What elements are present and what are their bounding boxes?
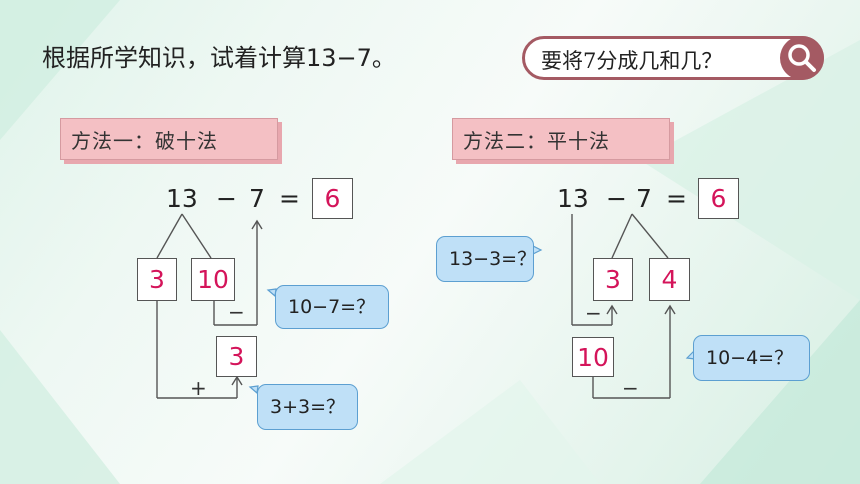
- m1-minuend: 13: [166, 184, 198, 213]
- m1-minus-sign: −: [228, 300, 245, 324]
- method2-label: 方法二：平十法: [452, 118, 670, 160]
- method1-label: 方法一：破十法: [60, 118, 278, 160]
- m2-result-box: 6: [698, 178, 739, 219]
- m1-split-right: 10: [191, 258, 235, 301]
- m2-split-left: 3: [593, 258, 633, 301]
- m2-split-right: 4: [649, 258, 690, 301]
- m1-result-box: 6: [312, 178, 353, 219]
- search-icon: [788, 44, 816, 72]
- m2-subtrahend: 7: [636, 184, 652, 213]
- m1-equals: =: [279, 184, 300, 213]
- m2-minus-sign-2: −: [622, 376, 639, 400]
- m1-mid-result: 3: [216, 336, 257, 377]
- method2-label-text: 方法二：平十法: [463, 129, 610, 153]
- m2-bubble-2: 10−4=？: [693, 335, 810, 381]
- m1-minus-op: −: [216, 184, 237, 213]
- method1-label-text: 方法一：破十法: [71, 129, 218, 153]
- m2-equals: =: [666, 184, 687, 213]
- question-pill: 要将7分成几和几？: [522, 36, 824, 80]
- search-button[interactable]: [780, 36, 824, 80]
- m2-minuend: 13: [557, 184, 589, 213]
- question-text: 要将7分成几和几？: [541, 49, 723, 73]
- page-title: 根据所学知识，试着计算13−7。: [42, 44, 396, 72]
- m1-subtrahend: 7: [249, 184, 265, 213]
- m2-mid-result: 10: [572, 337, 614, 377]
- m2-minus-sign-1: −: [585, 301, 602, 325]
- m2-minus-op: −: [606, 184, 627, 213]
- m1-bubble-2: 3+3=？: [257, 384, 358, 430]
- m1-split-left: 3: [137, 258, 177, 301]
- m2-bubble-1: 13−3=？: [436, 236, 536, 282]
- m1-bubble-1: 10−7=？: [275, 285, 389, 329]
- m1-plus-sign: +: [190, 376, 207, 400]
